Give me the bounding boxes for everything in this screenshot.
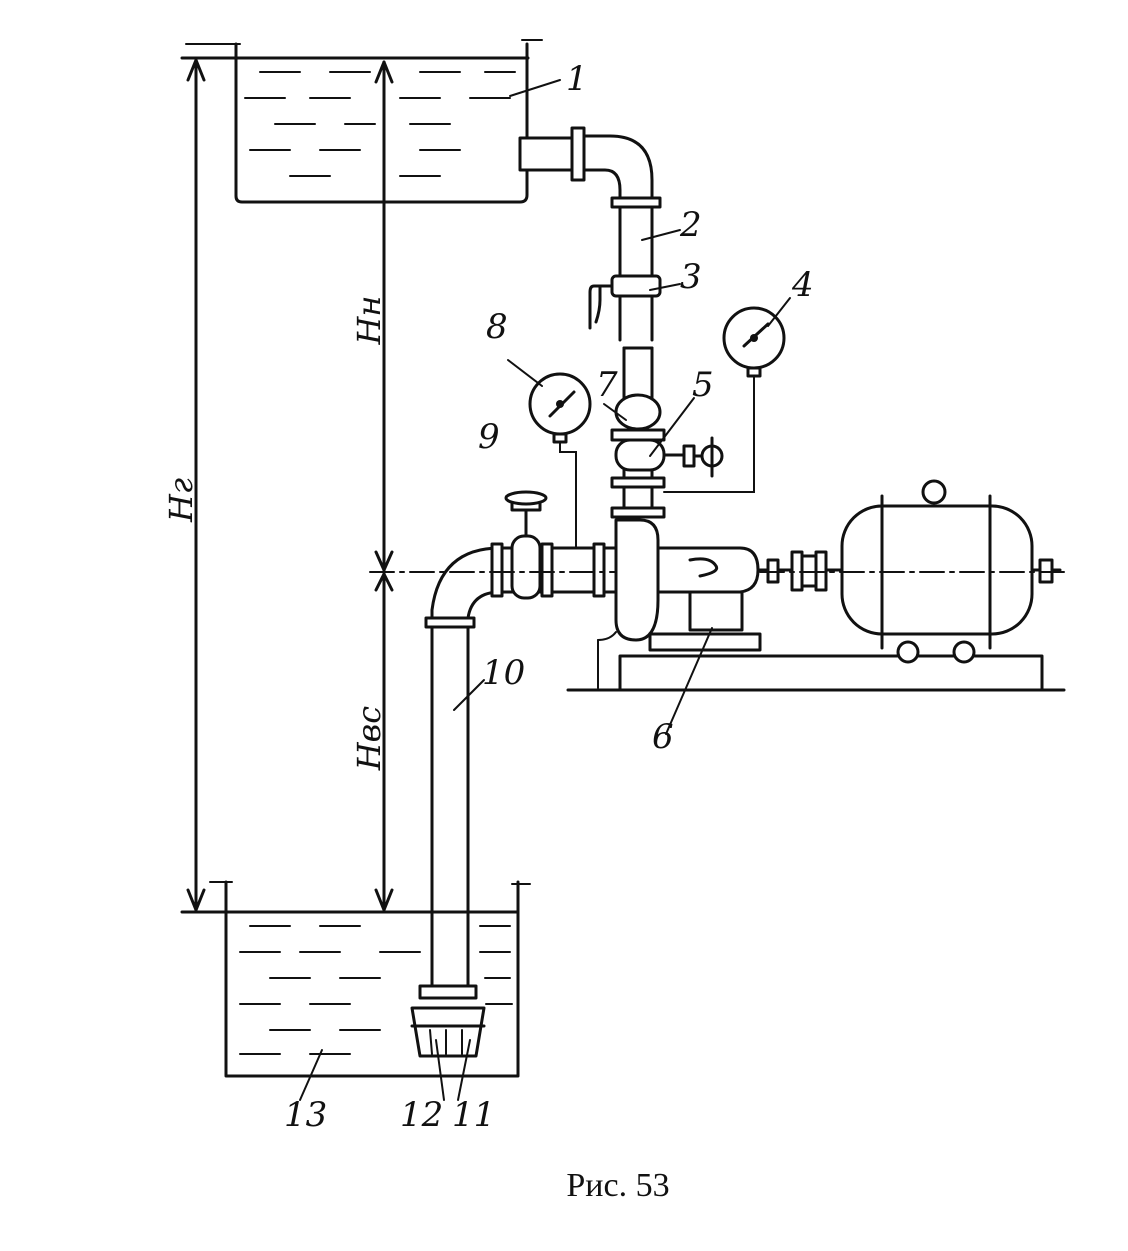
valve-9-handle <box>504 490 548 506</box>
callout-11: 11 <box>452 1095 495 1135</box>
upper-water-hatching <box>244 71 516 177</box>
discharge-pipe <box>518 126 662 342</box>
dimension-lines <box>186 58 617 912</box>
dimension-label-total-head: Нг <box>162 478 200 523</box>
callout-6: 6 <box>652 717 674 757</box>
dimension-label-discharge-head: Нн <box>350 296 388 346</box>
lower-tank <box>180 880 531 1078</box>
gate-valve-5 <box>614 438 666 472</box>
dimension-label-suction-head: Нвс <box>350 706 388 772</box>
pressure-gauge-4 <box>663 306 786 493</box>
callout-13: 13 <box>284 1095 327 1135</box>
fitting-3 <box>610 274 662 298</box>
valve-3-handle <box>588 284 614 330</box>
callout-leaders <box>299 79 791 1101</box>
callout-2: 2 <box>679 205 702 245</box>
foot-valve-strainer <box>410 984 486 1058</box>
callout-5: 5 <box>692 365 714 405</box>
callout-8: 8 <box>486 307 508 347</box>
upper-tank <box>180 39 543 204</box>
pump-base <box>566 631 1066 692</box>
fitting-7 <box>614 393 662 431</box>
vacuum-gauge-8 <box>528 372 592 549</box>
valve-9-body <box>510 534 542 600</box>
callout-10: 10 <box>482 653 525 693</box>
callout-4: 4 <box>791 265 814 305</box>
callout-7: 7 <box>596 365 618 405</box>
lower-water-hatching <box>239 925 513 1055</box>
figure-caption: Рис. 53 <box>566 1167 669 1204</box>
callout-1: 1 <box>566 59 588 99</box>
callout-3: 3 <box>680 257 702 297</box>
centrifugal-pump <box>614 518 844 652</box>
suction-pipe <box>424 490 618 992</box>
callout-12: 12 <box>400 1095 443 1135</box>
callout-9: 9 <box>478 417 500 457</box>
electric-motor <box>759 479 1071 664</box>
riser-pipe <box>610 346 724 519</box>
